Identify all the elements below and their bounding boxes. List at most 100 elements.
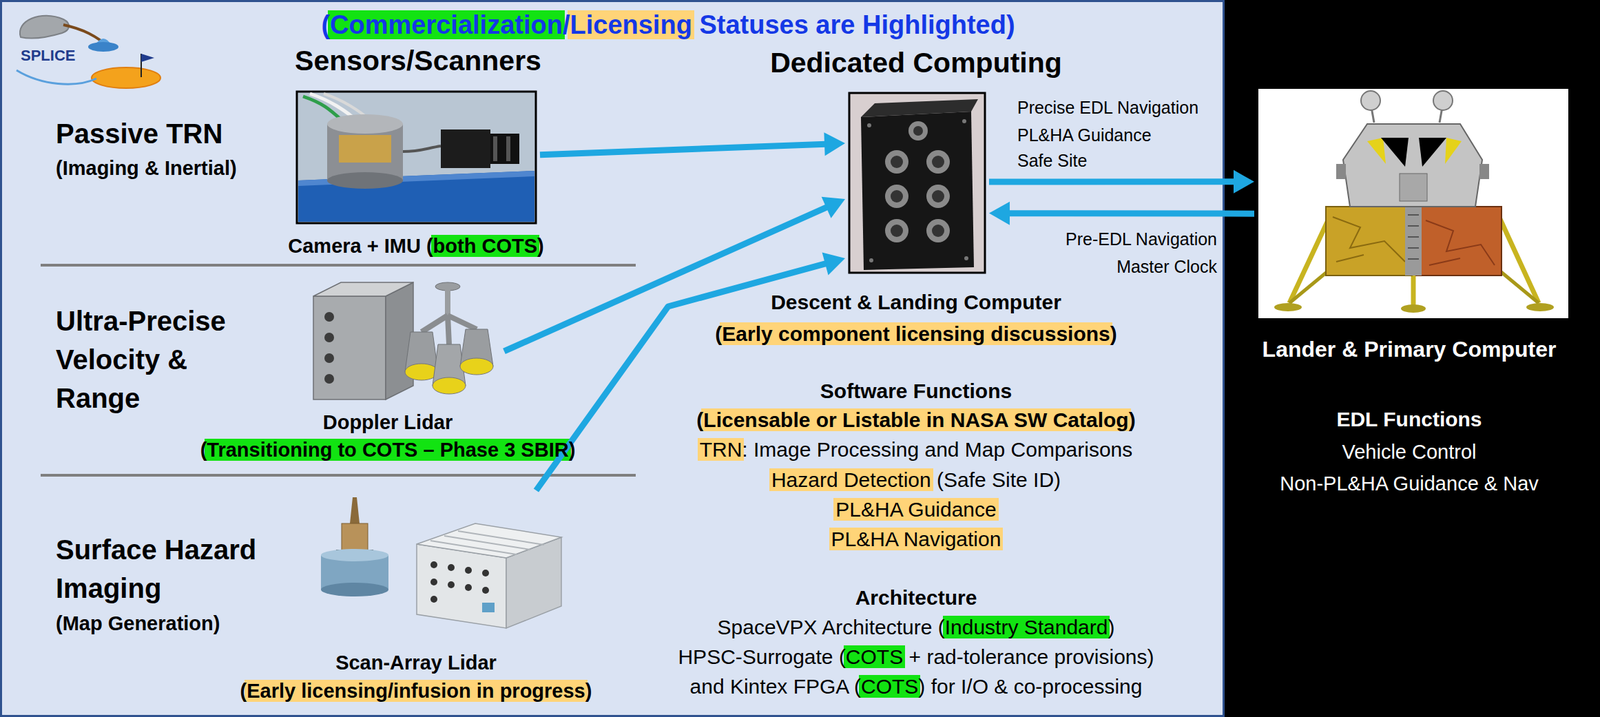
computer-photo-part [885,184,909,209]
computer-photo-part [964,256,969,261]
splice-logo-part [88,42,119,52]
sensor-node: Scan-Array Lidar(Early licensing/infusio… [316,494,567,633]
scan-array-lidar-picture [320,497,562,629]
computer-photo-part [913,126,923,136]
doppler-lidar-picture-part [313,296,386,400]
lunar-lander-picture [1258,88,1569,319]
camera-imu-photo-part [506,136,511,162]
arrow-connector [989,170,1255,194]
doppler-lidar-picture-part [460,358,494,375]
lunar-lander-picture-part [1407,214,1419,259]
splice-logo-part [91,67,161,89]
computer-photo-part [860,111,974,270]
scan-array-lidar-picture-part [447,581,455,589]
doppler-lidar-picture-part [432,377,466,394]
node-caption: Lander & Primary Computer [1262,336,1557,363]
text-label: Hazard Detection (Safe Site ID) [771,467,1061,493]
node-status: (Early component licensing discussions) [714,321,1117,347]
scan-array-lidar-picture-part [464,566,472,574]
scan-array-lidar-picture-part [430,578,438,586]
scan-array-lidar-picture-part [447,564,455,571]
text-label: SpaceVPX Architecture (Industry Standard… [717,615,1116,640]
scan-array-lidar-picture-part [482,586,490,594]
computer-photo-part [849,92,985,273]
computer-photo-part [926,150,950,174]
scan-array-lidar-picture-part [430,531,545,555]
text-label: Architecture [855,585,978,611]
camera-imu-photo-part [327,114,403,134]
computer-photo-part [908,121,928,141]
text-label: Passive TRN [55,117,223,151]
node-status: (Transitioning to COTS – Phase 3 SBIR) [200,438,576,463]
doppler-lidar-picture-part [324,332,335,343]
lunar-lander-picture-part [1400,304,1426,313]
separator-line-part [40,263,636,267]
text-label: (Imaging & Inertial) [55,156,237,181]
arrow-line [989,178,1235,185]
camera-imu-photo-part [493,136,498,162]
camera-imu-photo-part [296,91,536,224]
scan-array-lidar-picture-part [430,595,438,603]
lunar-lander-picture-part [1289,269,1330,304]
arrow-head [989,201,1010,226]
computer-photo-part [931,190,945,203]
lunar-lander-picture-part [1343,123,1483,207]
computer-photo-part [885,150,909,174]
scan-array-lidar-picture-part [482,602,495,613]
text-label: Dedicated Computing [770,46,1063,80]
diagram-title: (Commercialization/Licensing Statuses ar… [320,9,1015,42]
computer-node: Descent & Landing Computer(Early compone… [849,92,985,273]
camera-imu-photo-part [327,172,403,189]
computer-photo-part [867,123,872,128]
node-caption: Camera + IMU (both COTS) [287,234,544,259]
computer-photo-part [926,184,950,209]
doppler-lidar-picture-part [324,353,335,363]
scan-array-lidar-picture-part [416,523,562,558]
text-label: PL&HA Guidance [835,497,996,523]
camera-imu-photo-part [298,170,535,222]
lunar-lander-picture-part [1360,90,1381,111]
arrow-connector [989,201,1255,226]
doppler-lidar-picture-part [324,373,335,384]
text-label: EDL Functions [1336,407,1482,432]
camera-imu-photo-part [402,146,441,152]
lunar-lander-picture-part [1498,269,1539,304]
computer-photo-part [869,258,874,263]
lunar-lander-picture-part [1495,210,1539,304]
node-caption: Scan-Array Lidar [335,650,497,675]
text-label: Surface Hazard Imaging [55,530,280,608]
arrow-line [1008,210,1255,217]
separator-line [40,265,636,476]
arrow-head [1233,170,1255,194]
scan-array-lidar-picture-part [320,582,389,597]
scan-array-lidar-picture-part [349,497,360,524]
text-label: PL&HA Navigation [831,526,1002,552]
doppler-lidar-picture-part [444,286,451,317]
lunar-lander-picture-part [1258,88,1569,319]
computer-photo-part [860,99,979,118]
camera-imu-photo-part [338,134,392,163]
computer-photo-part [890,190,903,203]
lunar-lander-picture-part [1479,163,1490,180]
lunar-lander-picture-part [1332,216,1406,262]
text-label: Vehicle Control [1341,440,1477,465]
text-label: SPLICE [20,46,76,65]
lunar-lander-picture-part [1336,163,1346,180]
computer-photo-part [885,219,909,243]
arrow-head [823,132,846,156]
text-label: Sensors/Scanners [294,44,542,78]
doppler-lidar-picture-part [324,312,335,322]
lunar-lander-picture-part [1405,206,1422,276]
text-label: HPSC-Surrogate (COTS + rad-tolerance pro… [677,644,1154,670]
splice-logo-part-part [19,15,69,39]
computer-photo [849,92,985,273]
lunar-lander-picture-part [1526,303,1554,312]
lunar-lander-picture-part [1274,303,1302,312]
camera-imu-photo-part [490,133,520,164]
sensor-node: Doppler Lidar(Transitioning to COTS – Ph… [305,275,501,405]
computer-photo-part [931,155,945,169]
lunar-lander-picture-part [1380,137,1409,167]
lunar-lander-picture-part [1399,173,1428,202]
camera-imu-photo [296,91,536,224]
lunar-lander-picture-part [1425,220,1495,266]
